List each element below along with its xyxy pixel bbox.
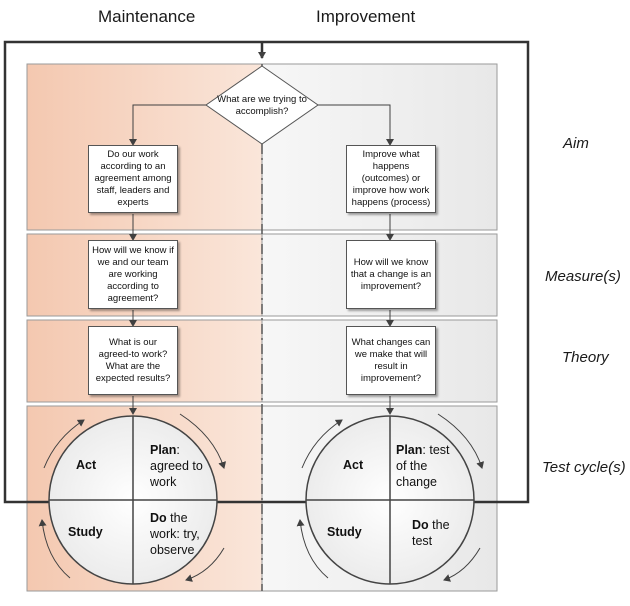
improvement-do-bold: Do [412, 518, 429, 532]
improvement-do-label: Do the test [412, 517, 458, 549]
maintenance-plan-rest: : agreed to work [150, 443, 203, 489]
maintenance-study-label: Study [68, 525, 103, 539]
maintenance-do-label: Do the work: try, observe [150, 510, 208, 558]
maintenance-cycle-arrows [38, 413, 227, 582]
row-label-aim: Aim [563, 135, 589, 152]
maintenance-pdsa-circle [48, 415, 218, 585]
improvement-study-label: Study [327, 525, 362, 539]
improvement-measure-box: How will we know that a change is an imp… [346, 240, 436, 309]
improvement-plan-label: Plan: test of the change [396, 442, 452, 490]
improvement-plan-rest: : test of the change [396, 443, 450, 489]
improvement-plan-bold: Plan [396, 443, 423, 457]
improvement-do-rest: the test [412, 518, 450, 548]
aim-question-text: What are we trying to accomplish? [217, 94, 307, 117]
maintenance-measure-box: How will we know if we and our team are … [88, 240, 178, 309]
aim-question-diamond [205, 65, 319, 145]
maintenance-do-rest: the work: try, observe [150, 511, 200, 557]
improvement-act-label: Act [343, 458, 364, 472]
maintenance-aim-box: Do our work according to an agreement am… [88, 145, 178, 213]
outer-frame [3, 40, 530, 504]
improvement-pdsa-circle [305, 415, 475, 585]
column-title-maintenance: Maintenance [98, 7, 196, 26]
maintenance-theory-box: What is our agreed-to work? What are the… [88, 326, 178, 395]
maintenance-plan-label: Plan: agreed to work [150, 442, 212, 490]
improvement-cycle-arrows [296, 413, 485, 582]
column-title-improvement: Improvement [316, 7, 416, 26]
row-label-measure: Measure(s) [545, 268, 621, 285]
improvement-aim-box: Improve what happens (outcomes) or impro… [346, 145, 436, 213]
maintenance-plan-bold: Plan [150, 443, 177, 457]
maintenance-act-label: Act [76, 458, 97, 472]
row-label-test-cycle: Test cycle(s) [542, 459, 626, 476]
row-label-theory: Theory [562, 349, 609, 366]
maintenance-do-bold: Do [150, 511, 167, 525]
connectors [129, 104, 394, 415]
improvement-theory-box: What changes can we make that will resul… [346, 326, 436, 395]
